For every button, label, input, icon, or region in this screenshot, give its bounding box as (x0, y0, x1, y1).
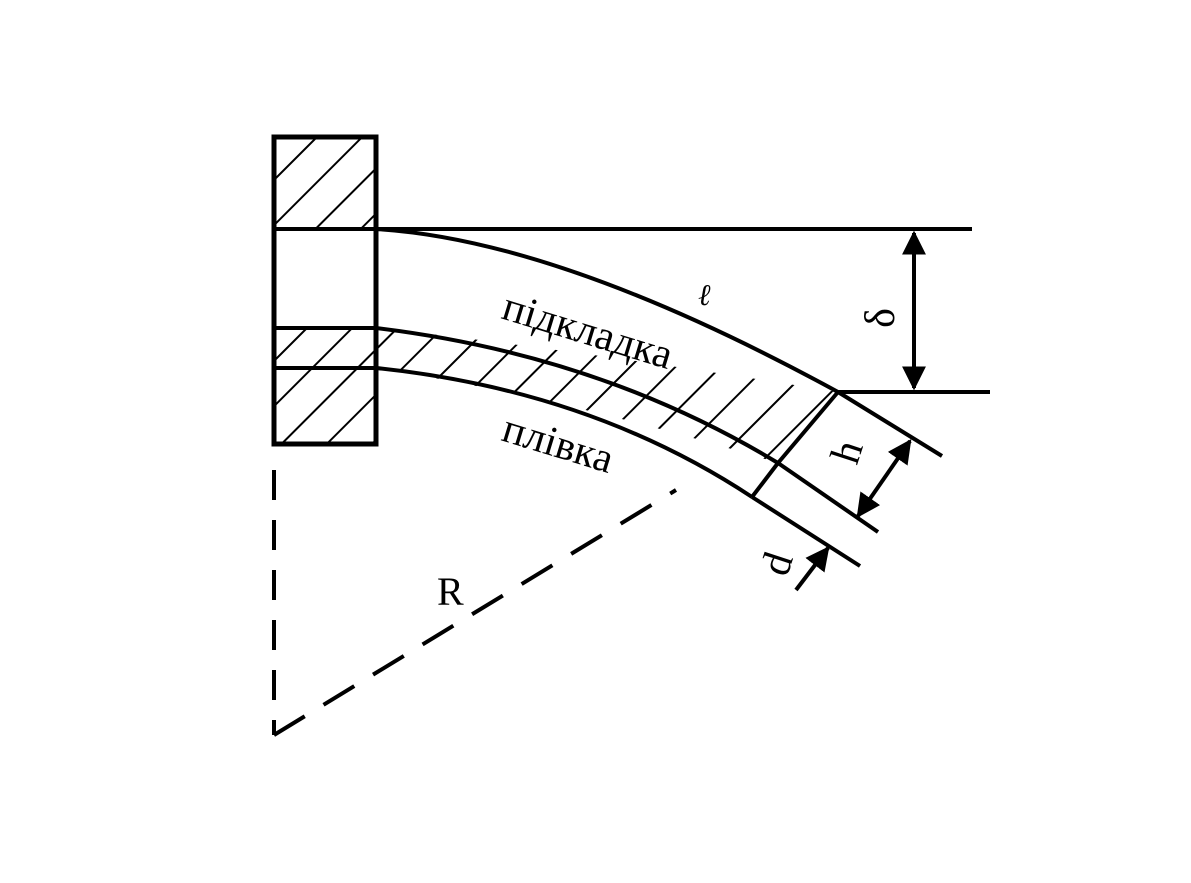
film-label: плівка (497, 406, 619, 483)
extension-line-3 (750, 495, 862, 568)
film-bottom-curve (375, 366, 754, 499)
extension-line-1 (836, 390, 944, 458)
beam-end-film (750, 461, 780, 499)
length-label: ℓ (698, 279, 711, 312)
extension-line-2 (776, 461, 880, 534)
radius-diagonal-dashed (272, 488, 678, 737)
film-thickness-label: d (753, 547, 803, 581)
clamp-upper-hatch (274, 137, 376, 229)
thickness-d-arrow (794, 546, 830, 592)
beam-end-substrate (776, 390, 840, 465)
substrate-beam (375, 227, 839, 394)
clamp-lower-hatch (274, 328, 376, 444)
thickness-h-arrow (856, 439, 912, 518)
substrate-top-curve (375, 227, 839, 394)
substrate-thickness-label: h (823, 435, 873, 469)
deflection-label: δ (858, 308, 904, 328)
clamp-outline (271, 134, 379, 447)
clamp-block (271, 134, 379, 447)
radius-label: R (437, 569, 464, 614)
film-top-curve (375, 326, 780, 465)
